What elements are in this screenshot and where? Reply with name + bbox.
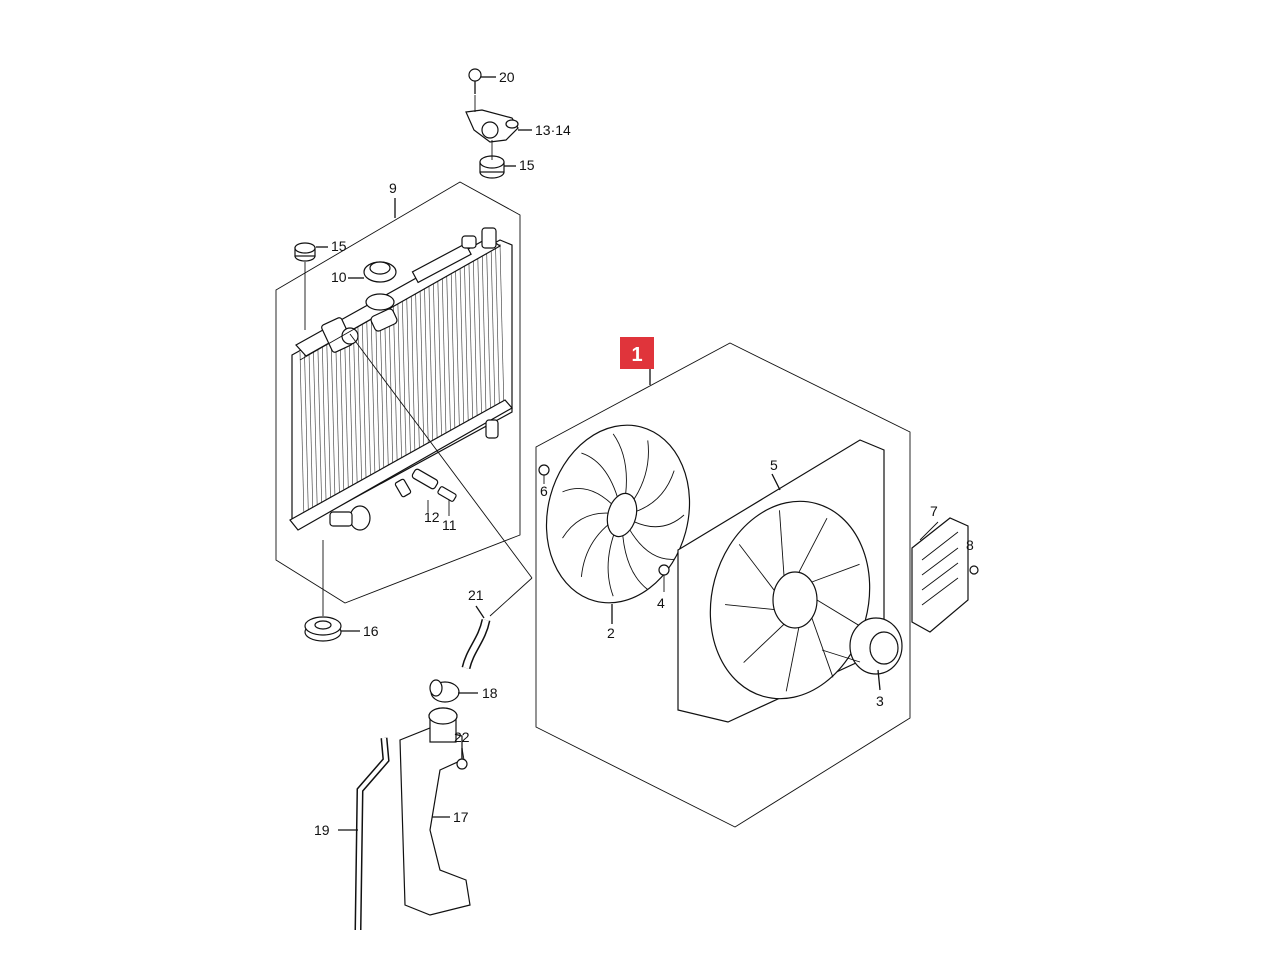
reservoir-tank: [399, 707, 471, 916]
callout-21: 21: [468, 587, 484, 603]
callout-7: 7: [930, 503, 938, 519]
hose-clamp: [429, 679, 460, 703]
callout-17: 17: [453, 809, 469, 825]
bolt-top: [468, 68, 482, 94]
nut-4: [658, 564, 670, 576]
callout-9: 9: [389, 180, 397, 196]
nut-6: [538, 464, 550, 476]
callout-2: 2: [607, 625, 615, 641]
callout-13-14: 13·14: [535, 122, 571, 138]
bracket: [465, 109, 519, 143]
callout-10: 10: [331, 269, 347, 285]
radiator: [289, 227, 513, 531]
callout-12: 12: [424, 509, 440, 525]
callout-4: 4: [657, 595, 665, 611]
callout-3: 3: [876, 693, 884, 709]
fan-shroud: [677, 439, 885, 723]
grommet-left: [294, 242, 316, 262]
highlight-number: 1: [631, 344, 642, 366]
callout-16: 16: [363, 623, 379, 639]
radiator-group-outline: [275, 181, 521, 604]
callout-15-top: 15: [519, 157, 535, 173]
callout-11: 11: [442, 517, 457, 533]
callout-20: 20: [499, 69, 515, 85]
callout-19: 19: [314, 822, 330, 838]
cooling-fan: [545, 424, 691, 604]
callout-6: 6: [540, 483, 548, 499]
radiator-cap: [363, 261, 397, 283]
callout-15-left: 15: [331, 238, 347, 254]
fan-motor: [849, 617, 903, 675]
drain-plug-parts: [411, 468, 457, 502]
highlight-marker: [620, 337, 654, 369]
fan-group-outline: [535, 342, 911, 828]
motor-bracket: [911, 517, 969, 633]
callout-8: 8: [966, 537, 974, 553]
callout-5: 5: [770, 457, 778, 473]
screw-8: [969, 565, 979, 575]
lower-mount: [304, 616, 342, 642]
callout-22: 22: [454, 729, 470, 745]
callout-18: 18: [482, 685, 498, 701]
